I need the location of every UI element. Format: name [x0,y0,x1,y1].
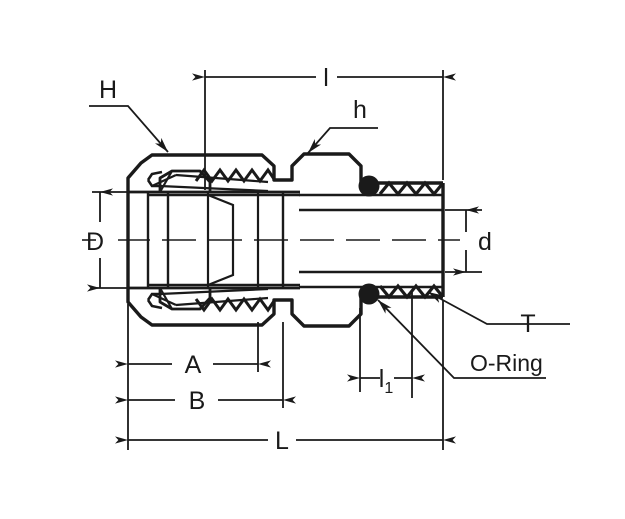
callout-H: H [89,76,169,153]
compression-nut-and-ferrule [126,169,300,311]
callout-o-ring: O-Ring [377,299,546,379]
nut-thread-upper [194,167,276,184]
dimension-d: d [445,206,492,276]
dimension-label-L: L [275,427,289,455]
dimension-label-D: D [86,228,104,256]
dimension-label-A: A [185,351,202,379]
dimension-D: D [82,188,130,292]
dimension-label-l1-sub: 1 [384,380,393,397]
male-thread-upper [378,180,445,197]
nut-thread-lower [194,296,276,313]
dimension-label-l1-base: l [379,365,385,393]
dimension-L: L [115,300,456,455]
callout-T: T [427,291,570,338]
callout-label-o-ring: O-Ring [470,350,543,376]
callout-label-H: H [99,76,117,104]
o-ring-seal-upper [358,175,380,197]
dimension-label-l: l [323,64,329,92]
callout-h: h [307,96,378,154]
dimension-l1: l1 [347,290,425,398]
fitting-body-outline [126,152,445,328]
o-ring-seal-lower [358,283,380,305]
dimension-A: A [115,304,271,450]
dimension-label-d: d [478,228,492,256]
callout-label-h: h [353,96,367,124]
dimension-B: B [115,322,296,415]
callout-label-T: T [520,310,535,338]
dimension-label-B: B [189,387,206,415]
dimension-label-l1: l1 [379,365,394,397]
dimension-l: l [192,64,456,190]
